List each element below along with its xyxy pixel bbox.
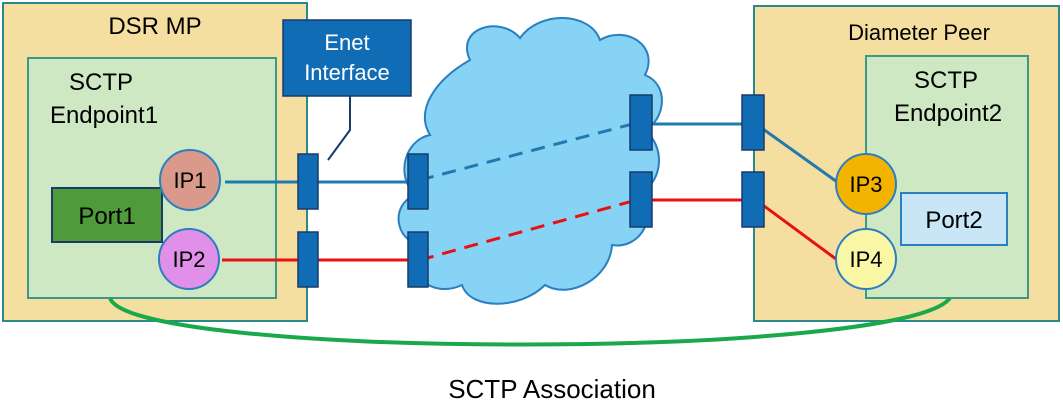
dsr-mp-title: DSR MP	[108, 13, 201, 40]
enet-callout-pointer	[327, 96, 351, 161]
enet-callout-line1: Enet	[324, 30, 369, 55]
sctp-association-label: SCTP Association	[448, 374, 656, 404]
enet-interface-left-top	[297, 153, 319, 210]
enet-interface-left-bottom	[297, 231, 319, 288]
enet-interface-cloud-right-bottom	[629, 171, 653, 228]
port2-box	[900, 192, 1008, 246]
network-cloud	[397, 17, 663, 305]
enet-callout-box	[282, 19, 412, 97]
ip4-label: IP4	[849, 247, 882, 272]
sctp-association-arc	[108, 296, 952, 347]
port1-box	[51, 187, 163, 243]
ip4-node	[835, 228, 897, 290]
enet-interface-right-top	[741, 94, 765, 151]
enet-interface-cloud-left-bottom	[407, 231, 429, 288]
enet-interface-cloud-right-top	[629, 94, 653, 151]
link-red-dashed-cloud	[419, 197, 641, 262]
enet-interface-cloud-left-top	[407, 153, 429, 210]
sctp-endpoint1-label-line1: SCTP	[69, 69, 133, 96]
ip2-label: IP2	[172, 247, 205, 272]
sctp-endpoint2-label-line1: SCTP	[914, 67, 978, 94]
link-blue-dashed-cloud	[419, 120, 641, 182]
ip2-node	[158, 228, 220, 290]
sctp-endpoint2-label-line2: Endpoint2	[894, 100, 1002, 127]
ip3-label: IP3	[849, 172, 882, 197]
diameter-peer-title: Diameter Peer	[848, 20, 990, 45]
enet-interface-right-bottom	[741, 171, 765, 228]
port2-label: Port2	[925, 207, 982, 234]
port1-label: Port1	[78, 203, 135, 230]
ip1-node	[159, 149, 221, 211]
sctp-endpoint1-box	[27, 57, 277, 299]
link-enet-to-ip3	[755, 122, 841, 186]
enet-callout-line2: Interface	[304, 60, 390, 85]
ip3-node	[835, 153, 897, 215]
link-enet-to-ip4	[755, 198, 841, 264]
ip1-label: IP1	[173, 168, 206, 193]
sctp-endpoint1-label-line2: Endpoint1	[50, 102, 158, 129]
